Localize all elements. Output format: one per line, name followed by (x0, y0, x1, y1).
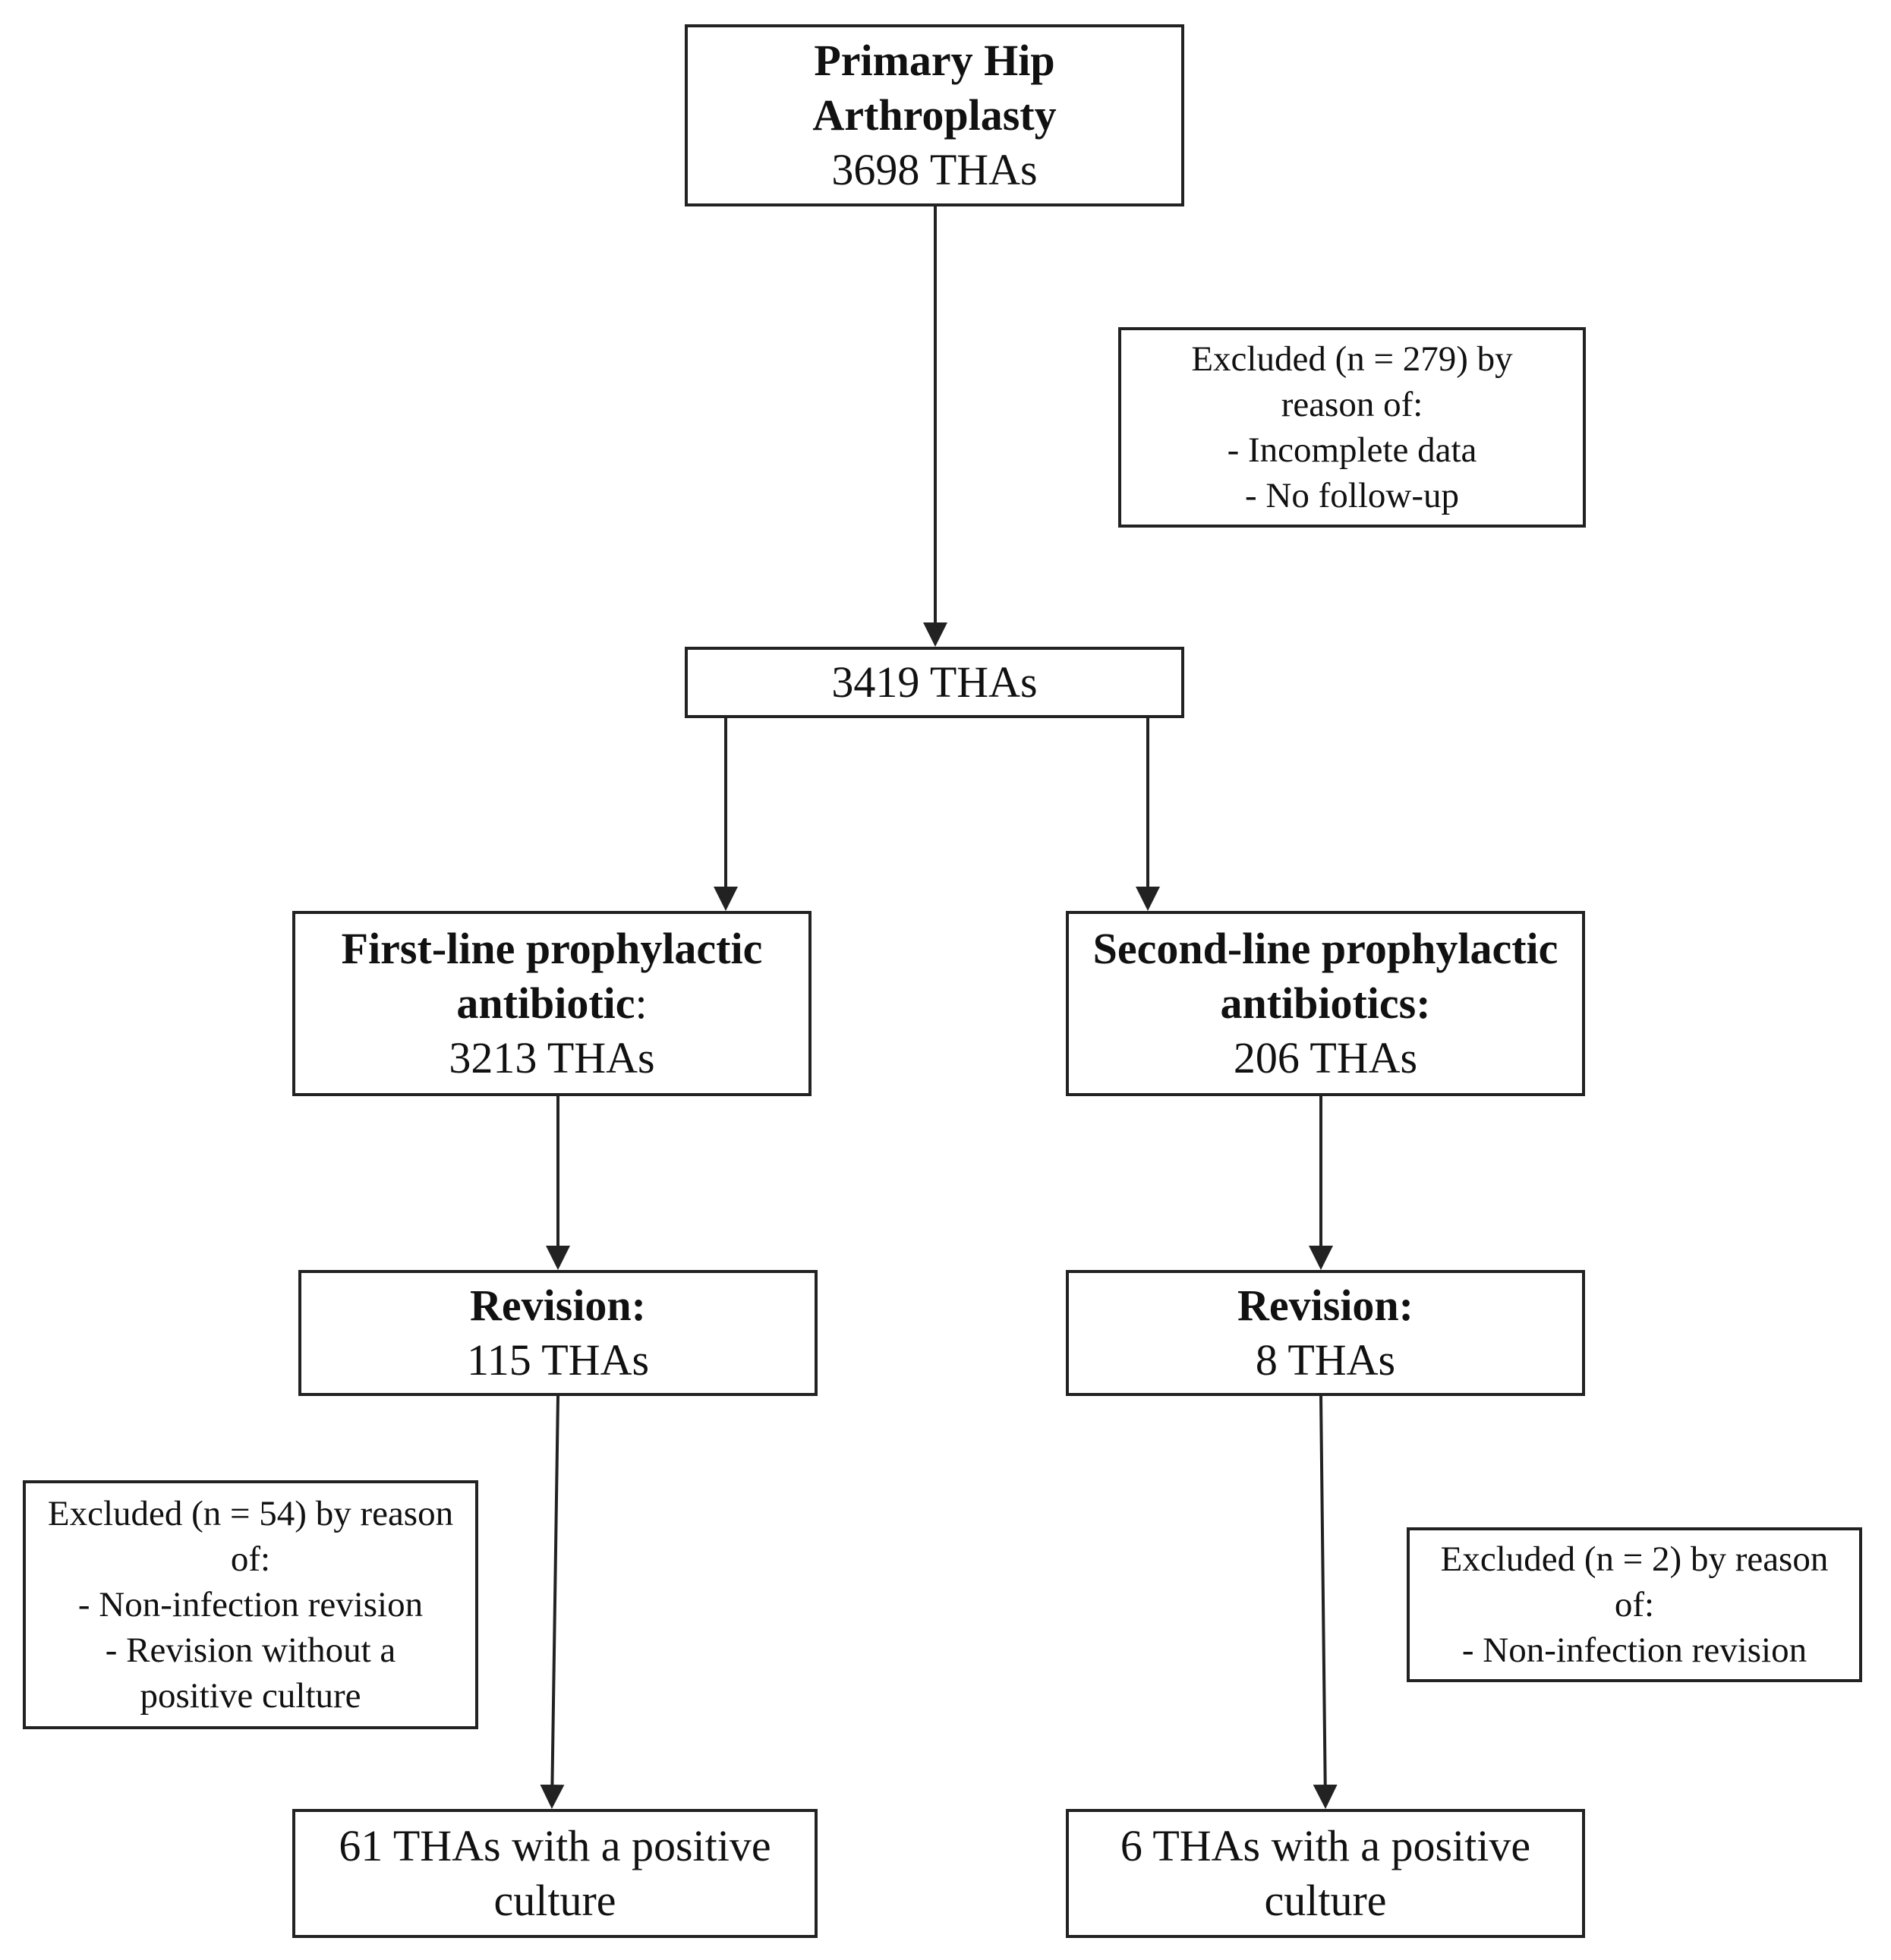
excluded-top-line-2: reason of: (1281, 385, 1423, 424)
excluded-first-line-5: positive culture (140, 1676, 361, 1716)
revision-first-title: Revision: (470, 1281, 646, 1330)
excluded-second-line-box: Excluded (n = 2) by reason of: - Non-inf… (1407, 1527, 1862, 1682)
final-first-line-2: culture (493, 1876, 616, 1925)
second-line-title-line-2: antibiotics: (1220, 978, 1431, 1028)
revision-first-count: 115 THAs (466, 1335, 650, 1385)
first-line-antibiotic-box: First-line prophylactic antibiotic: 3213… (292, 911, 812, 1096)
excluded-second-line-2: of: (1614, 1585, 1655, 1624)
excluded-first-line-3: - Non-infection revision (77, 1585, 424, 1624)
excluded-first-line-2: of: (230, 1539, 271, 1579)
primary-title-line-1: Primary Hip (814, 36, 1055, 85)
primary-arthroplasty-box: Primary Hip Arthroplasty 3698 THAs (685, 24, 1184, 206)
revision-second-count: 8 THAs (1255, 1335, 1396, 1385)
final-second-line-1: 6 THAs with a positive (1120, 1821, 1531, 1870)
final-first-line-box: 61 THAs with a positive culture (292, 1809, 818, 1938)
excluded-first-line-1: Excluded (n = 54) by reason (47, 1494, 454, 1533)
excluded-top-box: Excluded (n = 279) by reason of: - Incom… (1118, 327, 1586, 528)
excluded-top-line-1: Excluded (n = 279) by (1191, 339, 1513, 379)
excluded-first-line-box: Excluded (n = 54) by reason of: - Non-in… (23, 1480, 478, 1729)
first-line-count: 3213 THAs (449, 1033, 655, 1082)
revision-second-line-box: Revision: 8 THAs (1066, 1270, 1585, 1396)
revision-first-line-box: Revision: 115 THAs (298, 1270, 818, 1396)
primary-count: 3698 THAs (831, 145, 1038, 194)
second-line-count: 206 THAs (1233, 1033, 1418, 1082)
final-second-line-2: culture (1264, 1876, 1387, 1925)
first-line-title-line-2: antibiotic (456, 978, 635, 1028)
second-line-title-line-1: Second-line prophylactic (1092, 924, 1558, 973)
final-first-line-1: 61 THAs with a positive (339, 1821, 771, 1870)
arrow-revision-second-to-final (1313, 1395, 1338, 1809)
revision-second-title: Revision: (1237, 1281, 1414, 1330)
first-line-title-colon: : (635, 978, 648, 1028)
cohort-count: 3419 THAs (831, 657, 1038, 707)
cohort-box: 3419 THAs (685, 647, 1184, 718)
arrow-revision-first-to-final (540, 1395, 565, 1809)
excluded-second-line-1: Excluded (n = 2) by reason (1440, 1539, 1829, 1579)
excluded-top-line-4: - No follow-up (1245, 476, 1459, 515)
excluded-top-line-3: - Incomplete data (1227, 430, 1477, 470)
excluded-first-line-4: - Revision without a (105, 1631, 396, 1670)
primary-title-line-2: Arthroplasty (812, 90, 1057, 140)
final-second-line-box: 6 THAs with a positive culture (1066, 1809, 1585, 1938)
first-line-title-line-1: First-line prophylactic (341, 924, 763, 973)
excluded-second-line-3: - Non-infection revision (1461, 1631, 1807, 1670)
second-line-antibiotic-box: Second-line prophylactic antibiotics: 20… (1066, 911, 1585, 1096)
